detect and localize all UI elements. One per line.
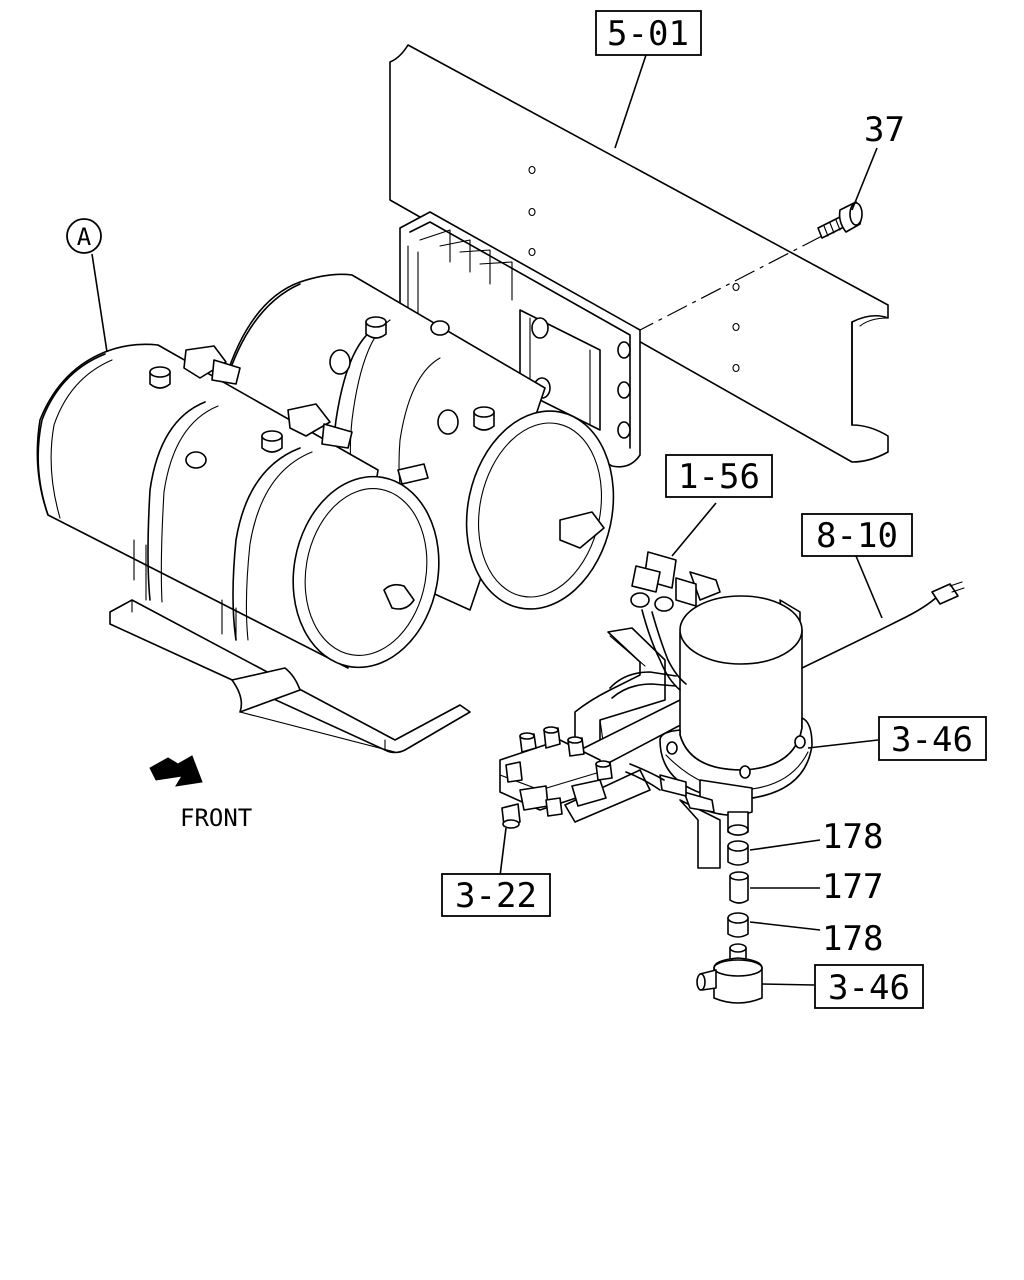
label-3-22-text: 3-22 — [455, 876, 537, 916]
leader-lines — [91, 54, 883, 986]
label-a: A — [66, 218, 102, 254]
label-3-46-bottom: 3-46 — [814, 964, 924, 1009]
tank-support-base — [109, 599, 471, 754]
flange-bolt — [817, 201, 863, 239]
label-37: 37 — [864, 110, 905, 150]
tank-fittings — [149, 316, 605, 610]
label-3-46-top: 3-46 — [878, 716, 987, 761]
label-front: FRONT — [180, 804, 252, 832]
label-177: 177 — [822, 867, 883, 907]
label-1-56: 1-56 — [665, 454, 773, 498]
frame-rail — [389, 44, 889, 463]
hose-and-clips — [727, 840, 749, 938]
label-3-46-top-text: 3-46 — [891, 720, 973, 760]
label-3-46-bottom-text: 3-46 — [828, 968, 910, 1008]
wiring-harness — [801, 581, 965, 669]
tank-mounting-bracket — [399, 211, 641, 468]
label-5-01: 5-01 — [595, 10, 702, 56]
label-178-lower: 178 — [822, 919, 883, 959]
label-8-10: 8-10 — [801, 513, 913, 557]
air-dryer — [659, 595, 813, 836]
governor-valve — [609, 551, 697, 791]
label-178-upper: 178 — [822, 817, 883, 857]
label-a-text: A — [77, 223, 92, 251]
label-5-01-text: 5-01 — [607, 14, 689, 54]
label-1-56-text: 1-56 — [678, 457, 760, 497]
protection-valve — [499, 726, 613, 829]
label-3-22: 3-22 — [441, 873, 551, 917]
drain-valve — [696, 943, 763, 1004]
label-8-10-text: 8-10 — [816, 516, 898, 556]
front-direction-arrow-icon — [149, 755, 203, 787]
